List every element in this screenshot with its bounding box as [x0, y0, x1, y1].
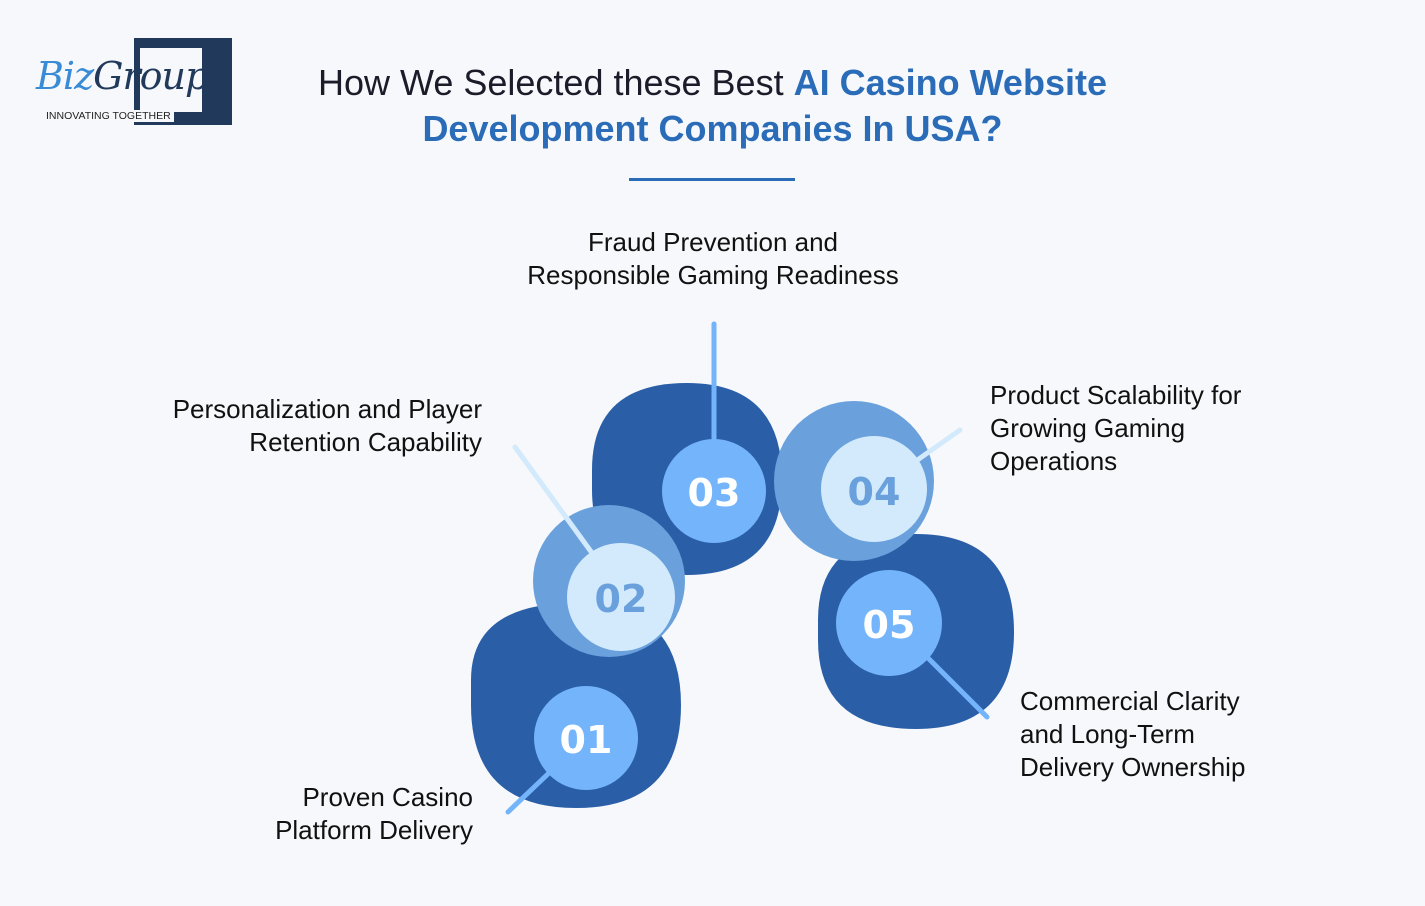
step-02-number: 02 — [595, 577, 648, 621]
step-05-connector — [923, 653, 990, 720]
step-05-number: 05 — [863, 603, 916, 647]
step-02-connector — [512, 444, 595, 556]
bizgroup-logo: BizGroup INNOVATING TOGETHER — [30, 38, 235, 128]
step-04-number: 04 — [848, 470, 901, 514]
step-03-circle — [662, 439, 766, 543]
step-01-number: 01 — [560, 718, 613, 762]
title-underline — [629, 178, 795, 181]
step-01-circle — [534, 686, 638, 790]
step-01-connector — [505, 769, 553, 815]
page-title: How We Selected these Best AI Casino Web… — [318, 62, 1107, 149]
step-04-circle — [821, 436, 927, 542]
step-02-circle — [567, 543, 675, 651]
step-05-circle — [836, 570, 942, 676]
logo-wordmark: BizGroup — [36, 54, 209, 98]
logo-tagline: INNOVATING TOGETHER — [46, 110, 174, 122]
step-03-number: 03 — [688, 471, 741, 515]
step-04-connector — [913, 427, 963, 464]
